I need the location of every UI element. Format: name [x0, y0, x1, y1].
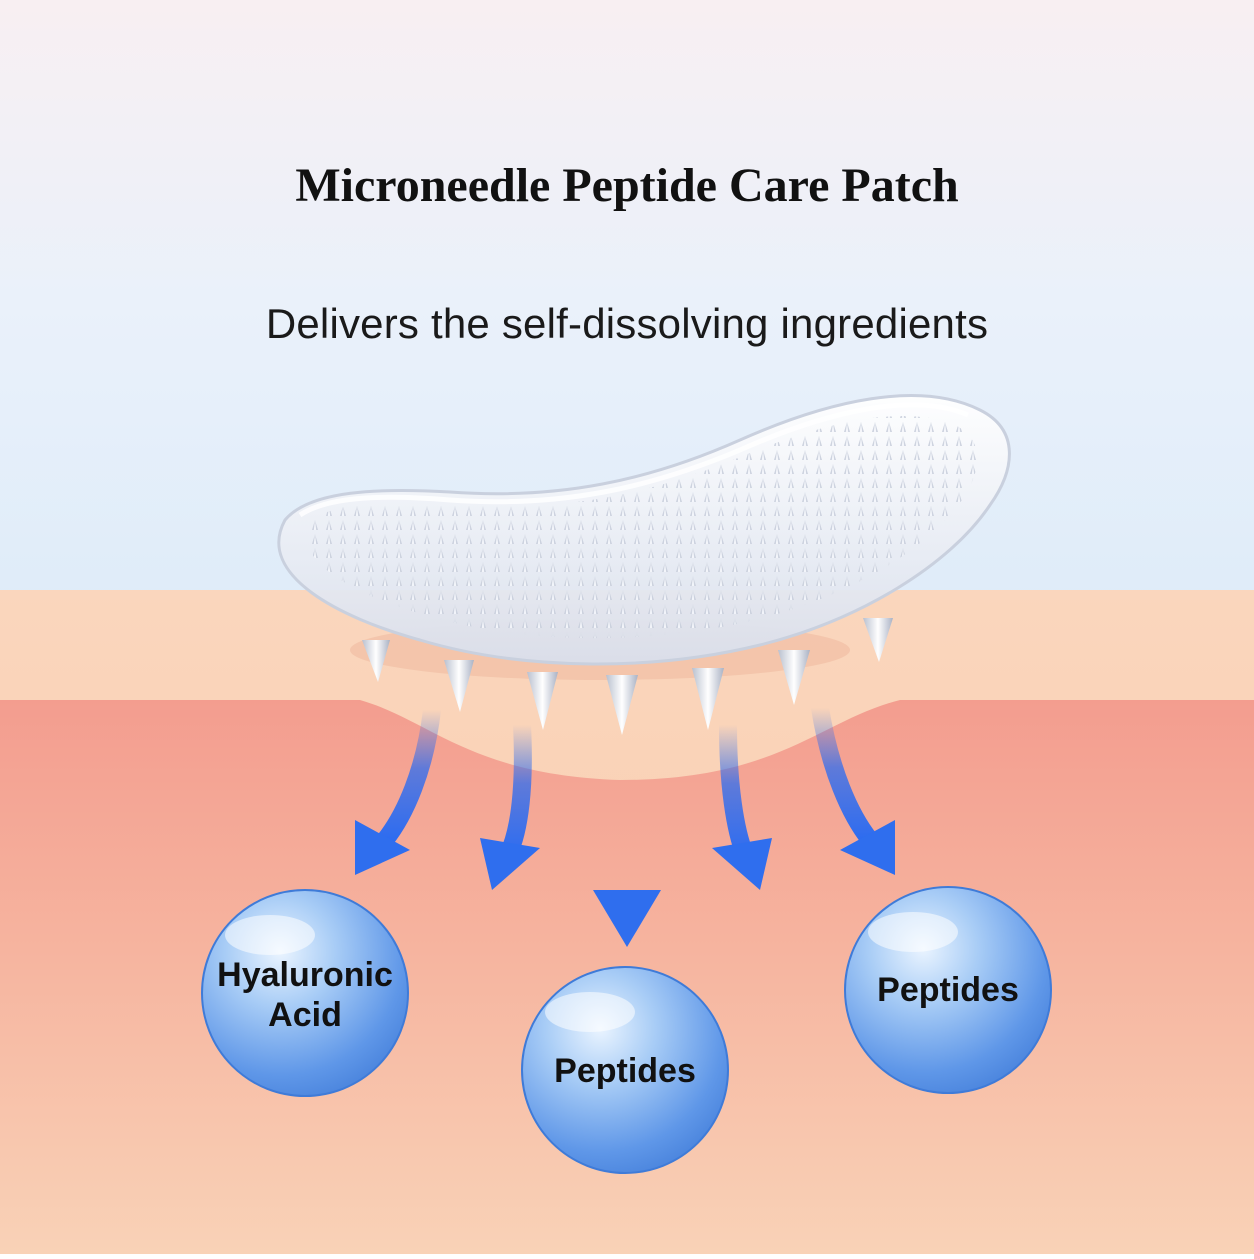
bubble-shine: [868, 912, 958, 952]
bubble-label-peptides-right: Peptides: [877, 971, 1019, 1009]
bubble-label-line2: Acid: [268, 996, 342, 1034]
arrow-head-5: [840, 820, 895, 875]
delivery-arrows: [355, 699, 895, 947]
bubble-label-line1: Hyaluronic: [217, 956, 393, 994]
arrow-head-3: [593, 890, 661, 947]
arrow-1: [376, 701, 441, 849]
needle: [444, 660, 474, 712]
bubble-label-peptides-center: Peptides: [554, 1052, 696, 1090]
bubble-label-hyaluronic-acid: Hyaluronic Acid: [205, 955, 405, 1035]
patch-needle-field: [306, 416, 978, 639]
bubble-shine: [545, 992, 635, 1032]
page-title: Microneedle Peptide Care Patch: [295, 159, 959, 212]
bubble-shine: [225, 915, 315, 955]
needle: [778, 650, 810, 705]
page-subtitle: Delivers the self-dissolving ingredients: [265, 300, 989, 347]
arrow-5: [811, 699, 879, 849]
arrow-head-4: [712, 838, 772, 890]
arrow-head-1: [355, 820, 410, 875]
ingredient-bubbles: [201, 886, 1052, 1174]
needle: [863, 618, 893, 662]
patch-highlight: [298, 402, 969, 518]
needle: [606, 675, 638, 735]
arrow-head-2: [480, 838, 540, 890]
needle: [362, 640, 390, 682]
microneedle-patch: [277, 394, 1011, 666]
needle: [527, 672, 558, 730]
needle: [692, 668, 724, 730]
large-needles: [362, 618, 893, 735]
